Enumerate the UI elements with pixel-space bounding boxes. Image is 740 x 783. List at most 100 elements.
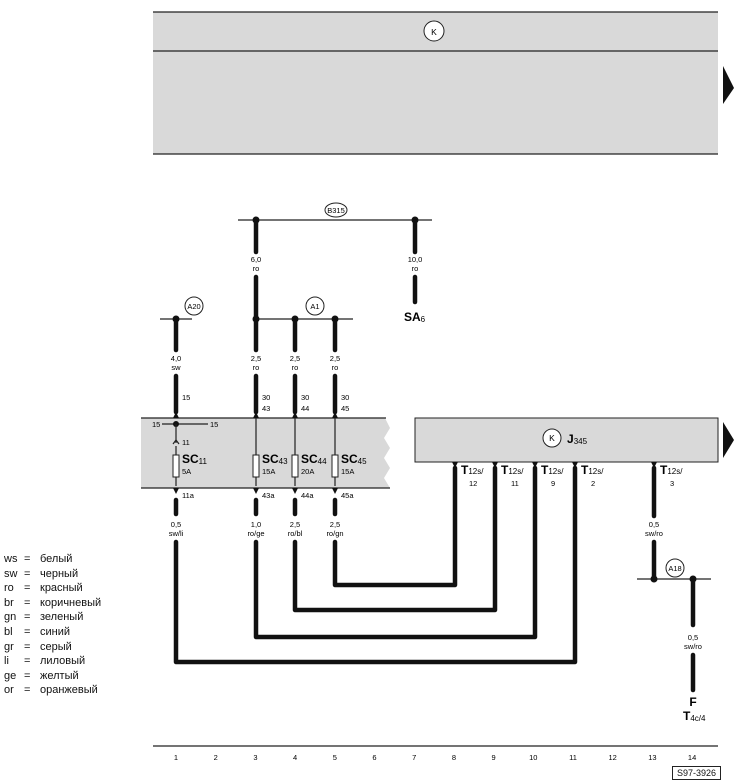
svg-text:11: 11: [511, 479, 519, 488]
svg-text:ro/ge: ro/ge: [247, 529, 264, 538]
svg-text:9: 9: [551, 479, 555, 488]
svg-text:sw/ro: sw/ro: [684, 642, 702, 651]
svg-text:T12s/: T12s/: [501, 463, 524, 477]
column-number: 14: [688, 753, 696, 762]
legend-row: gn=зеленый: [4, 611, 84, 624]
legend-row: ro=красный: [4, 582, 83, 595]
j345-label: J345: [567, 432, 588, 446]
svg-text:11: 11: [182, 438, 190, 447]
svg-text:sw/li: sw/li: [169, 529, 184, 538]
wire-ro-bl: [292, 465, 498, 613]
svg-text:SC45: SC45: [341, 452, 367, 466]
svg-text:sw: sw: [171, 363, 181, 372]
svg-text:ro: ro: [332, 363, 339, 372]
svg-text:30: 30: [341, 393, 349, 402]
connector-a18-label: A18: [668, 564, 681, 573]
legend-row: li=лиловый: [4, 655, 86, 668]
connector-a20-label: A20: [187, 302, 200, 311]
column-number: 4: [293, 753, 297, 762]
svg-text:ro: ro: [253, 363, 260, 372]
svg-text:0,5: 0,5: [171, 520, 181, 529]
column-number: 6: [372, 753, 376, 762]
legend-row: or=оранжевый: [4, 684, 98, 697]
column-number: 7: [412, 753, 416, 762]
svg-text:1,0: 1,0: [251, 520, 261, 529]
svg-text:12: 12: [469, 479, 477, 488]
fuse-box-sc: [141, 418, 390, 488]
column-number: 3: [253, 753, 257, 762]
continue-arrow-j345-icon: [723, 422, 734, 458]
svg-text:15: 15: [182, 393, 190, 402]
column-number: 5: [333, 753, 337, 762]
column-number: 8: [452, 753, 456, 762]
wire-color: ro: [253, 264, 260, 273]
svg-text:15A: 15A: [341, 467, 354, 476]
svg-text:15A: 15A: [262, 467, 275, 476]
column-number: 9: [492, 753, 496, 762]
column-number: 10: [529, 753, 537, 762]
svg-text:0,5: 0,5: [649, 520, 659, 529]
f-label: F: [689, 695, 696, 709]
color-legend: ws=белый sw=черный ro=красный br=коричне…: [4, 552, 101, 698]
connector-b315-label: B315: [327, 206, 345, 215]
fuse-icon: [331, 454, 339, 478]
svg-text:T12s/: T12s/: [461, 463, 484, 477]
svg-text:3: 3: [670, 479, 674, 488]
f-connector-label: T4c/4: [683, 709, 706, 723]
wire-ro-ge: [253, 465, 538, 640]
svg-text:44a: 44a: [301, 491, 314, 500]
connector-a20: [184, 296, 204, 316]
svg-text:K: K: [549, 433, 555, 443]
svg-text:ro/gn: ro/gn: [326, 529, 343, 538]
connector-a18: [665, 558, 685, 578]
svg-text:T12s/: T12s/: [581, 463, 604, 477]
svg-text:45a: 45a: [341, 491, 354, 500]
legend-row: br=коричневый: [4, 596, 102, 609]
fuse-icon: [252, 454, 260, 478]
svg-text:4,0: 4,0: [171, 354, 181, 363]
ground-k-symbol-icon: [423, 20, 445, 42]
fuse-sc43: SC43 15A: [252, 418, 288, 486]
svg-text:T12s/: T12s/: [541, 463, 564, 477]
column-number: 12: [609, 753, 617, 762]
svg-text:15: 15: [210, 420, 218, 429]
svg-text:SC44: SC44: [301, 452, 327, 466]
svg-text:30: 30: [262, 393, 270, 402]
svg-text:2: 2: [591, 479, 595, 488]
connector-b315: [324, 202, 348, 218]
sa6-label: SA6: [404, 310, 426, 324]
svg-text:30: 30: [301, 393, 309, 402]
fuse-sc44: SC44 20A: [291, 418, 327, 486]
wire-size: 10,0: [408, 255, 423, 264]
fuse-sc45: SC45 15A: [331, 418, 367, 486]
top-panel-symbol: K: [431, 27, 437, 37]
reference-number: S97-3926: [672, 766, 722, 780]
svg-text:2,5: 2,5: [290, 354, 300, 363]
svg-text:43: 43: [262, 404, 270, 413]
fuse-icon: [172, 454, 180, 478]
legend-row: sw=черный: [4, 567, 79, 580]
wire-size: 6,0: [251, 255, 261, 264]
connector-a1-label: A1: [310, 302, 319, 311]
svg-text:ro/bl: ro/bl: [288, 529, 303, 538]
svg-text:44: 44: [301, 404, 309, 413]
continue-arrow-top-icon: [723, 66, 734, 104]
column-number: 11: [569, 753, 577, 762]
svg-text:43a: 43a: [262, 491, 275, 500]
svg-text:SC43: SC43: [262, 452, 288, 466]
svg-text:SC11: SC11: [182, 452, 208, 466]
svg-text:20A: 20A: [301, 467, 314, 476]
control-unit-j345: [414, 417, 719, 463]
legend-row: gr=серый: [4, 640, 72, 653]
column-number: 1: [174, 753, 178, 762]
svg-text:45: 45: [341, 404, 349, 413]
legend-row: ge=желтый: [4, 669, 79, 682]
wire-sw-li: [173, 465, 578, 665]
wire-color: ro: [412, 264, 419, 273]
ground-k-symbol-icon: [542, 428, 562, 448]
legend-row: bl=синий: [4, 625, 71, 638]
svg-text:T12s/: T12s/: [660, 463, 683, 477]
legend-row: ws=белый: [4, 553, 73, 565]
wire-ro-gn: [332, 465, 458, 588]
